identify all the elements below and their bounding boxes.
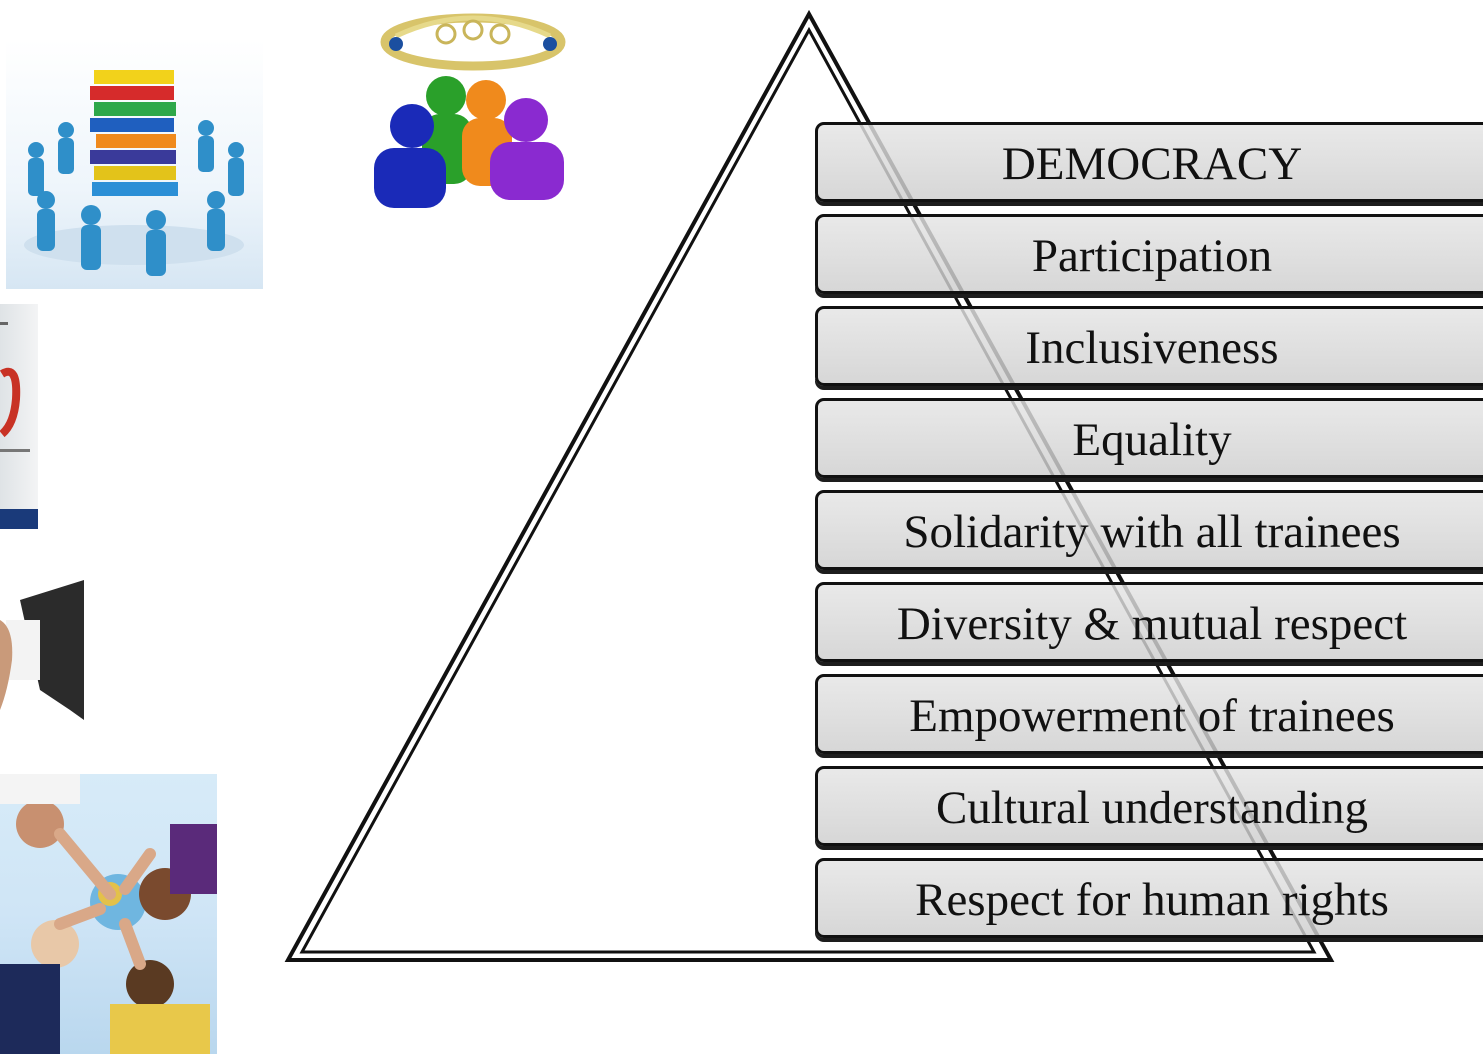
level-bar-democracy: DEMOCRACY [815, 122, 1483, 202]
level-bar-human-rights: Respect for human rights [815, 858, 1483, 938]
people-circle-around-books-image [6, 40, 263, 289]
level-bar-diversity: Diversity & mutual respect [815, 582, 1483, 662]
level-label: Respect for human rights [915, 874, 1389, 926]
cropped-sign-image [0, 304, 38, 529]
level-label: Equality [1072, 414, 1232, 466]
level-bar-inclusiveness: Inclusiveness [815, 306, 1483, 386]
people-holding-globe-image [0, 774, 217, 1054]
level-label: Diversity & mutual respect [896, 598, 1408, 650]
level-bar-empowerment: Empowerment of trainees [815, 674, 1483, 754]
level-label: Cultural understanding [935, 782, 1369, 834]
crowned-group-icon [366, 0, 576, 215]
handshake-image [0, 580, 84, 720]
level-label: DEMOCRACY [1001, 138, 1303, 190]
level-bar-participation: Participation [815, 214, 1483, 294]
level-bar-equality: Equality [815, 398, 1483, 478]
level-label: Participation [1031, 230, 1273, 282]
level-label: Solidarity with all trainees [903, 506, 1401, 558]
level-label: Inclusiveness [1025, 322, 1279, 374]
level-bar-solidarity: Solidarity with all trainees [815, 490, 1483, 570]
level-label: Empowerment of trainees [909, 690, 1395, 742]
level-bar-cultural-understanding: Cultural understanding [815, 766, 1483, 846]
